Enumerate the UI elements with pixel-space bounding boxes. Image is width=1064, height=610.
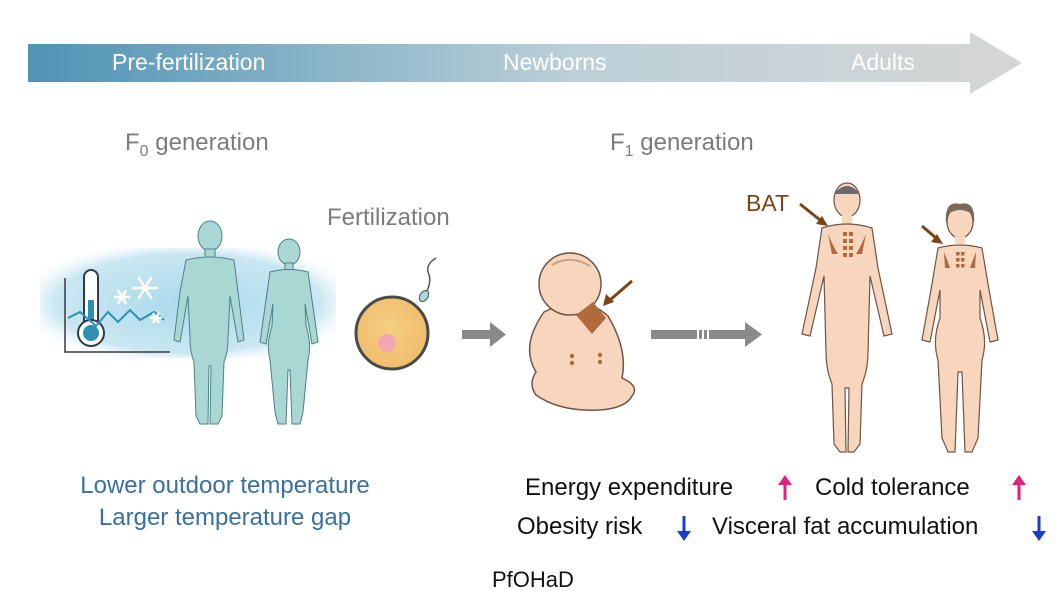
f1-subscript: 1 (624, 142, 634, 160)
arrow-up-icon (1012, 475, 1026, 500)
stage-label-adults: Adults (851, 49, 915, 75)
f0-male-figure (173, 220, 245, 425)
bat-pointer-arrow (799, 202, 828, 226)
condition-lower-outdoor-temperature: Lower outdoor temperature (80, 472, 370, 499)
bat-label: BAT (746, 190, 790, 216)
arrow-to-adults (651, 322, 762, 347)
adult-female-figure (921, 203, 999, 453)
f0-suffix: generation (148, 129, 269, 156)
thermometer-icon (64, 269, 170, 353)
arrow-down-icon (677, 516, 691, 541)
f1-generation-label: F1 generation (610, 129, 754, 161)
arrow-up-icon (778, 475, 792, 500)
timeline-arrow (28, 32, 1022, 94)
newborn-figure (528, 252, 636, 411)
arrow-to-newborn (462, 322, 506, 347)
stage-label-prefertilization: Pre-fertilization (112, 49, 266, 75)
arrow-down-icon (1032, 516, 1046, 541)
f0-generation-label: F0 generation (125, 129, 269, 161)
egg-cell-icon (354, 295, 430, 371)
effect-energy-expenditure: Energy expenditure (525, 474, 734, 501)
sperm-icon (418, 257, 437, 302)
footer-text: PfOHaD (492, 567, 574, 592)
f1-suffix: generation (633, 129, 754, 156)
bat-pointer-arrow (921, 224, 943, 244)
condition-larger-temperature-gap: Larger temperature gap (98, 504, 352, 531)
bat-pointer-arrow (603, 279, 633, 306)
f0-subscript: 0 (139, 142, 149, 160)
effect-obesity-risk: Obesity risk (517, 513, 643, 540)
f0-prefix: F (125, 129, 140, 156)
adult-male-figure (801, 182, 893, 453)
snowflake-icon (113, 276, 163, 324)
effect-visceral-fat-accumulation: Visceral fat accumulation (712, 513, 979, 540)
f1-prefix: F (610, 129, 625, 156)
fertilization-label: Fertilization (327, 204, 450, 231)
stage-label-newborns: Newborns (503, 49, 607, 75)
f0-female-figure (259, 238, 319, 425)
effect-cold-tolerance: Cold tolerance (815, 474, 970, 501)
